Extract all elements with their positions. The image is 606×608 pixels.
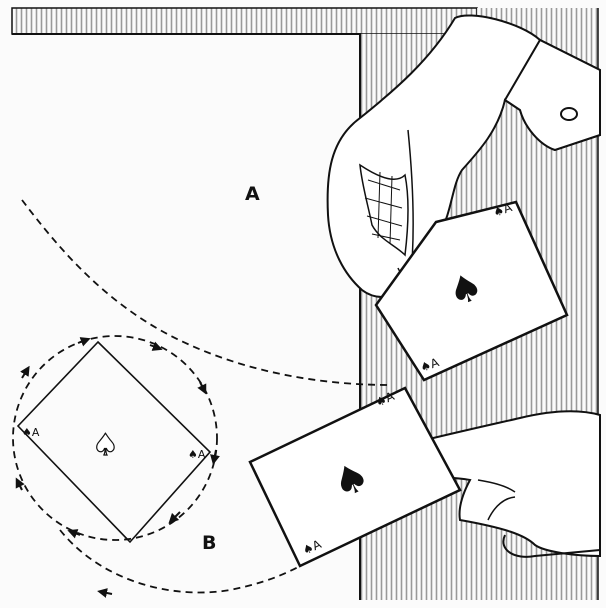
rotation-circle [13, 336, 217, 594]
spade-icon: ♠ [92, 428, 119, 463]
svg-text:♠A: ♠A [188, 448, 206, 461]
label-a: A [245, 183, 260, 205]
svg-text:♠A: ♠A [22, 426, 40, 439]
cuff-button-icon [561, 108, 577, 120]
label-b: B [202, 532, 216, 554]
rotated-card-outline: ♠A ♠A ♠ [18, 342, 210, 542]
trajectory-arc-lower [60, 530, 300, 593]
